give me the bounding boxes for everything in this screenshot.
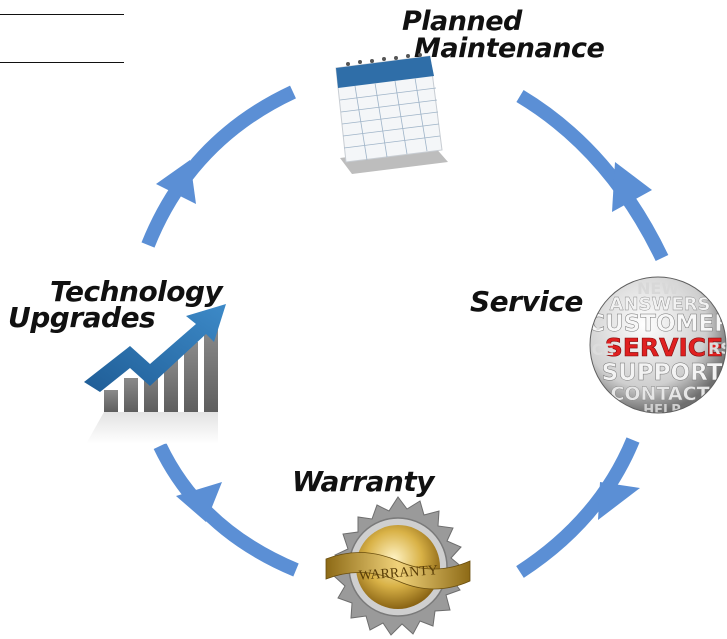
label-technology: Technology bbox=[50, 275, 223, 308]
chart-reflection bbox=[86, 412, 218, 444]
arrowhead-right-top bbox=[612, 162, 652, 212]
top-rule-2 bbox=[0, 62, 124, 63]
sphere-word-rs: RS bbox=[708, 339, 727, 358]
sphere-word-help: HELP bbox=[643, 403, 681, 418]
sphere-word-t: T bbox=[593, 315, 604, 334]
sphere-word-ice: ICE bbox=[586, 340, 615, 359]
sphere-word-answers: ANSWERS bbox=[610, 294, 711, 315]
arrow-service-to-warranty bbox=[516, 437, 640, 578]
chart-growth-arrow bbox=[84, 304, 226, 392]
arrowhead-right-bottom bbox=[598, 482, 640, 520]
label-maintenance: Maintenance bbox=[414, 33, 605, 64]
label-technology-upgrades: Technology Upgrades bbox=[8, 275, 223, 334]
arrow-upgrades-to-maintenance bbox=[141, 85, 296, 248]
sphere-word-support: SUPPORT bbox=[602, 360, 723, 386]
arrow-maintenance-to-service bbox=[516, 89, 669, 262]
sphere-word-new: NEW bbox=[637, 279, 679, 298]
top-rule-1 bbox=[0, 14, 124, 15]
label-planned: Planned bbox=[402, 6, 522, 37]
label-service: Service bbox=[470, 285, 583, 318]
arrowhead-left-bottom bbox=[176, 482, 222, 522]
arrow-warranty-to-upgrades bbox=[153, 442, 299, 577]
sphere-word-customer: CUSTOMER bbox=[588, 311, 727, 337]
sphere-word-contact: CONTACT bbox=[610, 383, 709, 405]
label-warranty: Warranty bbox=[292, 465, 434, 498]
sphere-word-service: SERVICE bbox=[605, 333, 723, 362]
label-planned-maintenance: Planned Maintenance bbox=[402, 6, 605, 64]
label-upgrades: Upgrades bbox=[8, 301, 156, 334]
seal-text: WARRANTY bbox=[358, 563, 438, 583]
arrowhead-left-top bbox=[156, 160, 196, 204]
